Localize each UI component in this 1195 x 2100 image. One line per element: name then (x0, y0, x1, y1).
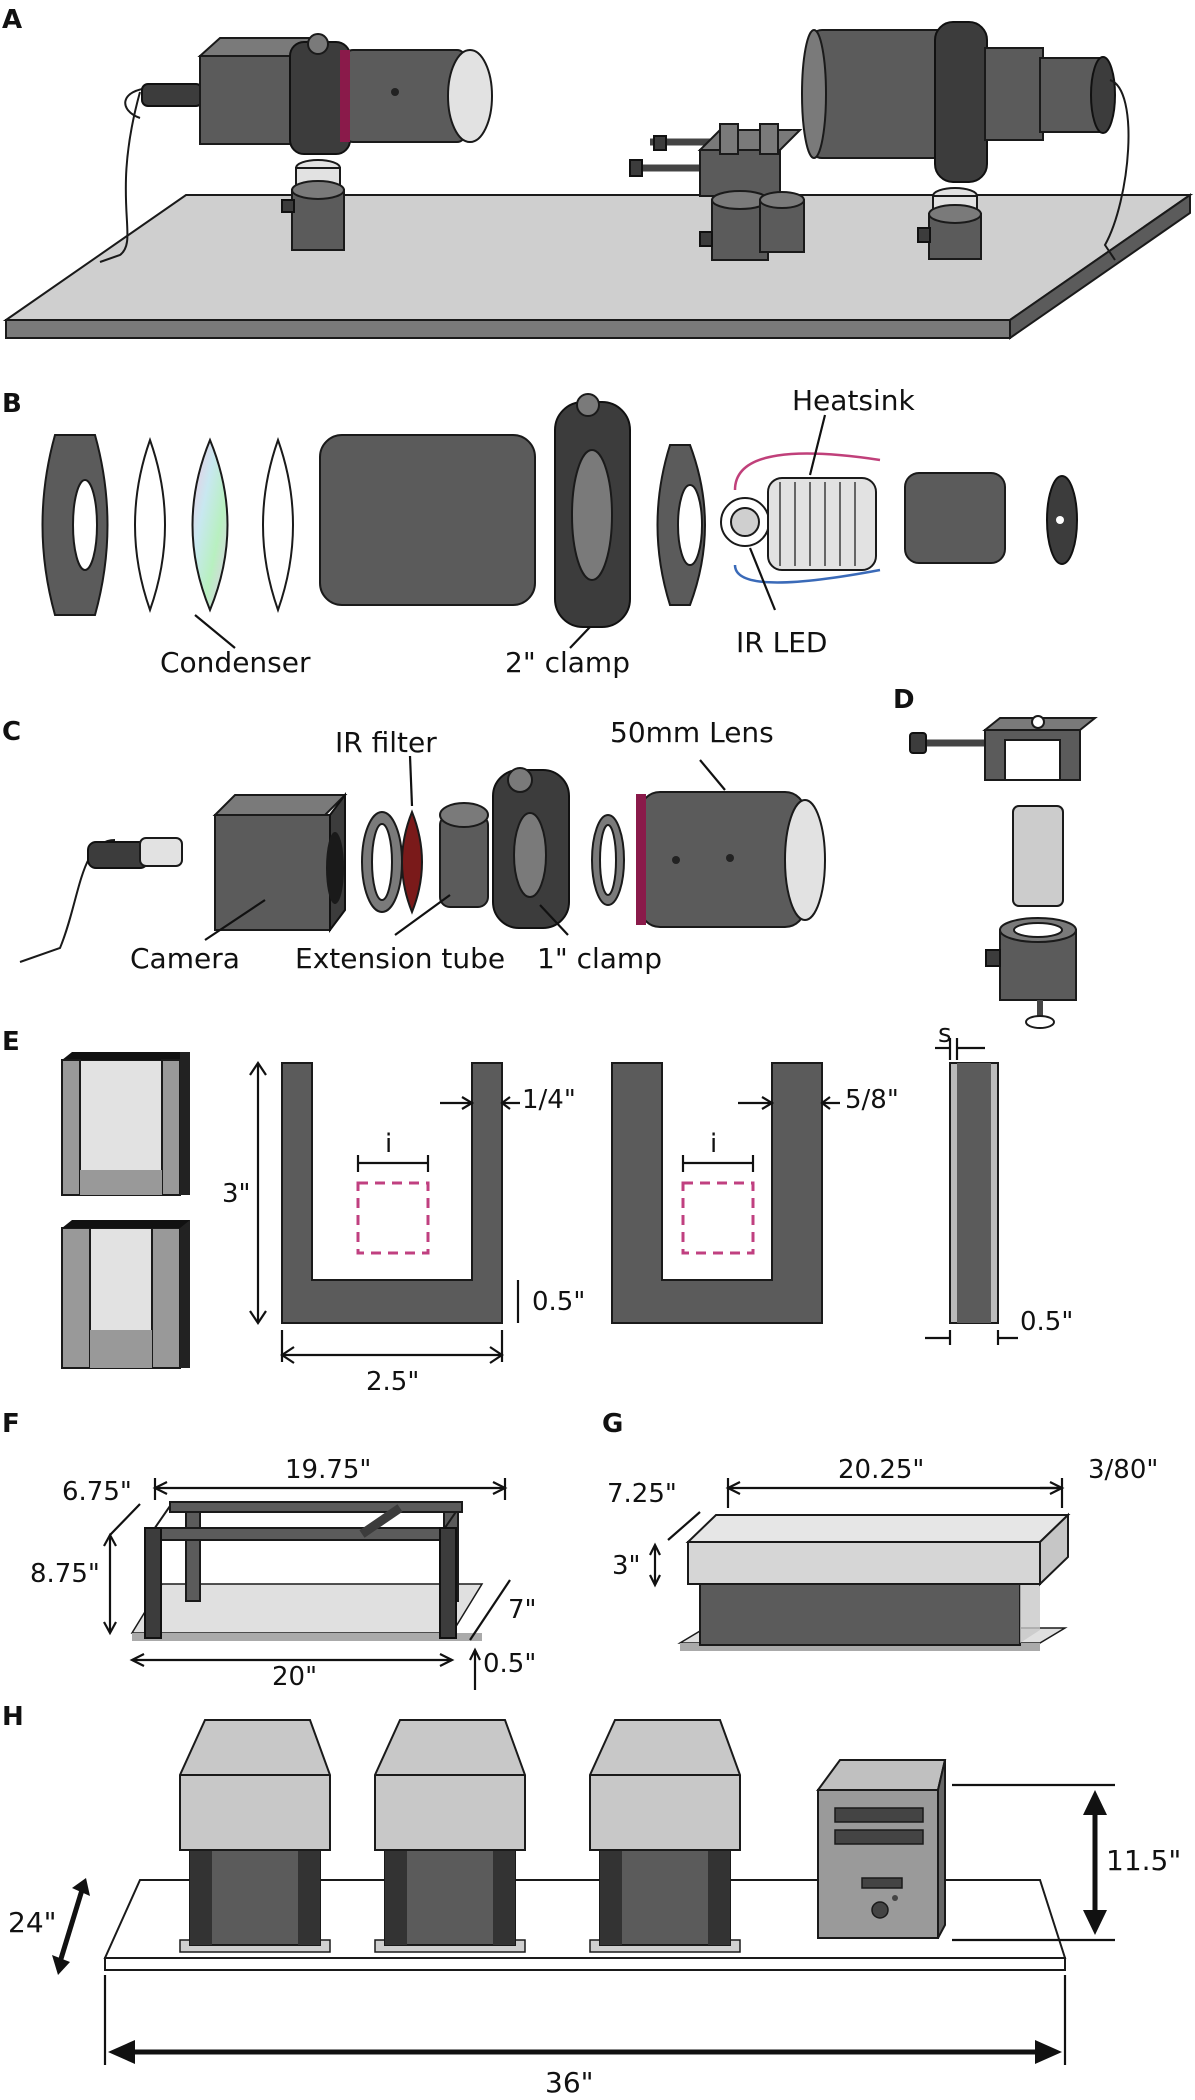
panel-e: E (2, 1019, 1073, 1397)
label-50mm-lens: 50mm Lens (610, 716, 774, 749)
dim-height-11-5in: 11.5" (1106, 1844, 1181, 1877)
panel-c: C (2, 716, 826, 975)
panel-d: D (893, 685, 1098, 1029)
panel-letter-b: B (2, 389, 22, 419)
panel-c-callouts (204, 755, 726, 941)
panel-f: F (2, 1409, 537, 1692)
panel-b-callouts (194, 414, 827, 649)
exploded-illuminator (41, 393, 1078, 628)
panel-h-dimensions (52, 1783, 1115, 2065)
dim-thickness-0-5in: 0.5" (483, 1649, 536, 1679)
label-ir-led: IR LED (736, 626, 827, 659)
clamp-post-assembly (629, 123, 805, 261)
label-1in-clamp: 1" clamp (537, 942, 662, 975)
panel-letter-c: C (2, 717, 21, 747)
tray-3d-top (61, 1052, 190, 1196)
panel-g: G 20.25" 3/80" 7.25" 3" (602, 1409, 1158, 1651)
exploded-camera (19, 767, 826, 963)
dim-height-3in-g: 3" (612, 1551, 641, 1581)
dim-width-2-5in: 2.5" (366, 1367, 419, 1397)
panel-letter-e: E (2, 1027, 20, 1057)
board-a (2, 193, 1194, 340)
panel-f-dimensions (103, 1478, 511, 1690)
enclosure-unit-1 (179, 1719, 331, 1953)
dim-depth-24in: 24" (8, 1906, 57, 1939)
label-2in-clamp: 2" clamp (505, 646, 630, 679)
illuminator-assembly (801, 21, 1130, 261)
tray-3d-bottom (61, 1220, 190, 1369)
u-profile-five-eighths (611, 1062, 823, 1324)
label-condenser: Condenser (160, 646, 311, 679)
computer-tower (816, 1759, 947, 1939)
panel-letter-f: F (2, 1409, 20, 1439)
dim-depth-7in: 7" (508, 1595, 537, 1625)
dim-height-3in: 3" (222, 1179, 251, 1209)
panel-letter-g: G (602, 1409, 623, 1439)
panel-h: H (2, 1702, 1181, 2099)
dim-thickness-3-80in: 3/80" (1088, 1455, 1158, 1485)
enclosure-unit-2 (374, 1719, 526, 1953)
camera-assembly (99, 33, 493, 263)
panel-g-dimensions (649, 1478, 1065, 1588)
enclosure-unit-3 (589, 1719, 741, 1953)
panel-e-dimensions (249, 1038, 1018, 1364)
u-profile-quarter (281, 1062, 503, 1324)
panel-letter-a: A (2, 5, 22, 35)
dim-quarter-inch: 1/4" (522, 1085, 576, 1115)
panel-a: A (2, 5, 1194, 340)
dim-base-half-inch: 0.5" (532, 1287, 585, 1317)
dim-five-eighths-inch: 5/8" (845, 1085, 899, 1115)
panel-letter-d: D (893, 685, 915, 715)
label-ir-filter: IR filter (335, 726, 437, 759)
dim-s: s (938, 1019, 952, 1049)
label-camera: Camera (130, 942, 240, 975)
dim-side-half-inch: 0.5" (1020, 1307, 1073, 1337)
panel-b: B (2, 384, 1078, 679)
dim-i-right: i (710, 1129, 717, 1159)
dim-i-left: i (385, 1129, 392, 1159)
dim-width-19-75in: 19.75" (285, 1455, 371, 1485)
dim-depth-6-75in: 6.75" (62, 1477, 132, 1507)
dim-width-20-25in: 20.25" (838, 1455, 924, 1485)
clamp-post-exploded (909, 715, 1098, 1029)
label-heatsink: Heatsink (792, 384, 916, 417)
panel-letter-h: H (2, 1702, 24, 1732)
dim-height-8-75in: 8.75" (30, 1559, 100, 1589)
dim-width-20in: 20" (272, 1662, 317, 1692)
enclosure-box (677, 1512, 1071, 1651)
label-extension-tube: Extension tube (295, 942, 505, 975)
dim-width-36in: 36" (545, 2066, 594, 2099)
frame-stand (130, 1501, 484, 1641)
side-profile (949, 1062, 999, 1324)
dim-depth-7-25in: 7.25" (607, 1479, 677, 1509)
